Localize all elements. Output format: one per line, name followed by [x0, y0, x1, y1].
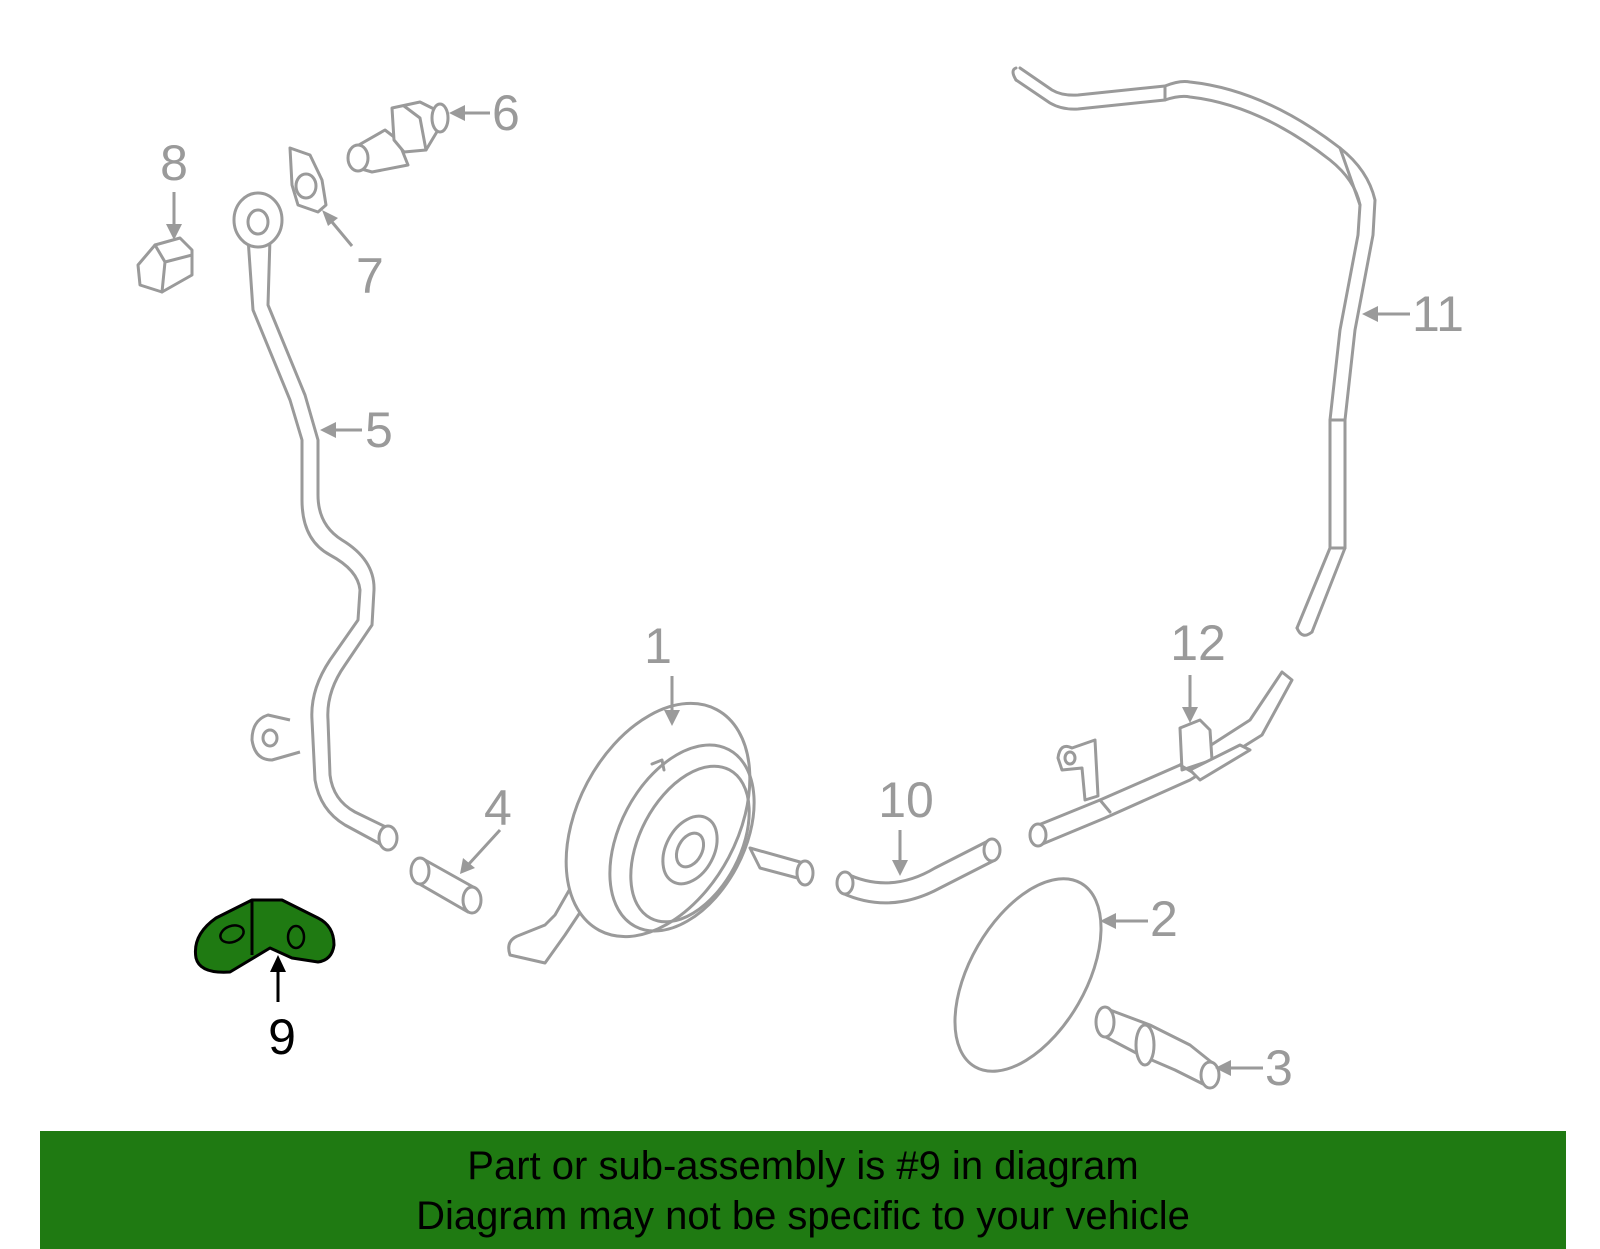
svg-text:11: 11 — [1412, 286, 1464, 342]
part-11-tube[interactable] — [1011, 66, 1377, 637]
part-6-fitting[interactable] — [346, 100, 450, 174]
callout-1: 1 — [644, 618, 680, 726]
callout-5: 5 — [320, 402, 393, 458]
part-5-pipe[interactable] — [232, 191, 399, 852]
callout-7: 7 — [322, 210, 384, 304]
info-banner: Part or sub-assembly is #9 in diagram Di… — [40, 1131, 1566, 1249]
svg-text:7: 7 — [356, 248, 384, 304]
callout-11: 11 — [1362, 286, 1464, 342]
callout-9: 9 — [268, 955, 296, 1065]
svg-text:9: 9 — [268, 1009, 296, 1065]
svg-text:8: 8 — [160, 135, 188, 191]
banner-line-2: Diagram may not be specific to your vehi… — [416, 1194, 1190, 1238]
svg-text:2: 2 — [1150, 891, 1178, 947]
part-2-o-ring[interactable] — [925, 854, 1131, 1096]
part-8-cap[interactable] — [136, 236, 194, 294]
banner-line-1: Part or sub-assembly is #9 in diagram — [467, 1144, 1139, 1188]
part-9-bracket[interactable] — [193, 898, 336, 974]
part-3-fitting[interactable] — [1094, 1005, 1221, 1090]
callout-3: 3 — [1215, 1040, 1293, 1096]
part-10-hose[interactable] — [835, 837, 1002, 905]
svg-text:12: 12 — [1170, 615, 1226, 671]
svg-text:3: 3 — [1265, 1040, 1293, 1096]
callout-12: 12 — [1170, 615, 1226, 723]
part-12-pipe[interactable] — [1028, 670, 1294, 848]
part-1-oil-cooler[interactable] — [507, 672, 815, 968]
part-7-gasket[interactable] — [288, 146, 328, 214]
svg-text:6: 6 — [492, 85, 520, 141]
svg-text:4: 4 — [484, 780, 512, 836]
svg-text:10: 10 — [878, 772, 934, 828]
svg-text:5: 5 — [365, 402, 393, 458]
callout-4: 4 — [460, 780, 512, 874]
callout-8: 8 — [160, 135, 188, 240]
callout-10: 10 — [878, 772, 934, 876]
callout-6: 6 — [449, 85, 520, 141]
svg-text:1: 1 — [644, 618, 672, 674]
part-4-connector[interactable] — [409, 856, 483, 915]
callout-2: 2 — [1100, 891, 1178, 947]
